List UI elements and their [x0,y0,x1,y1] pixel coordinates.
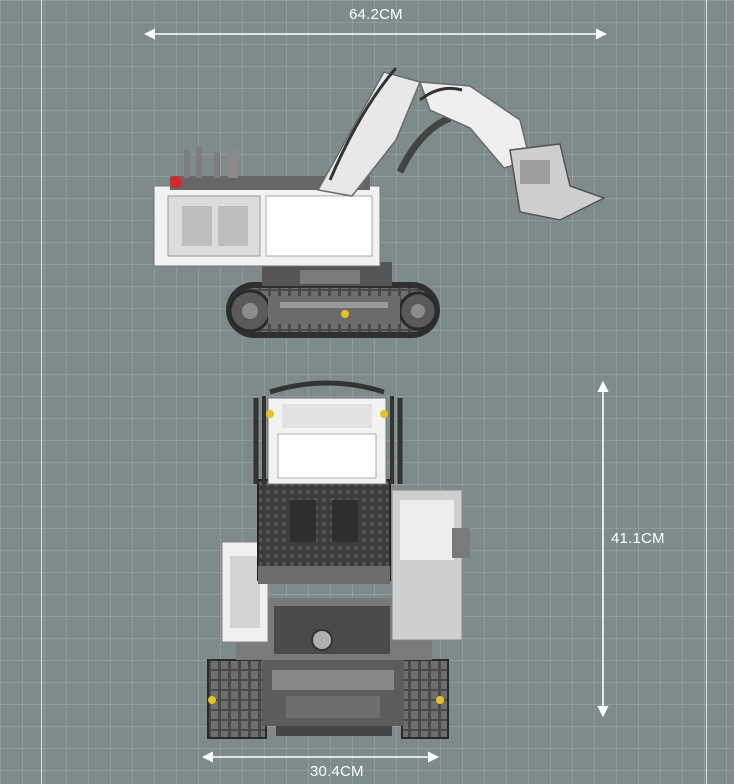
right-border-line [706,0,707,784]
excavator-side-view [153,67,606,338]
width-dimension-label: 64.2CM [349,6,403,23]
side-track [226,282,440,338]
left-border-line [41,0,42,784]
front-boom [253,380,403,485]
front-track-left [207,659,267,739]
side-body [153,146,381,267]
side-bucket [509,143,606,221]
front-bucket [257,479,391,584]
depth-dimension-label: 30.4CM [310,763,364,780]
side-boom [316,67,531,197]
front-right-panel [391,489,470,641]
excavator-front-view [207,380,470,739]
height-dimension-label: 41.1CM [611,530,665,547]
